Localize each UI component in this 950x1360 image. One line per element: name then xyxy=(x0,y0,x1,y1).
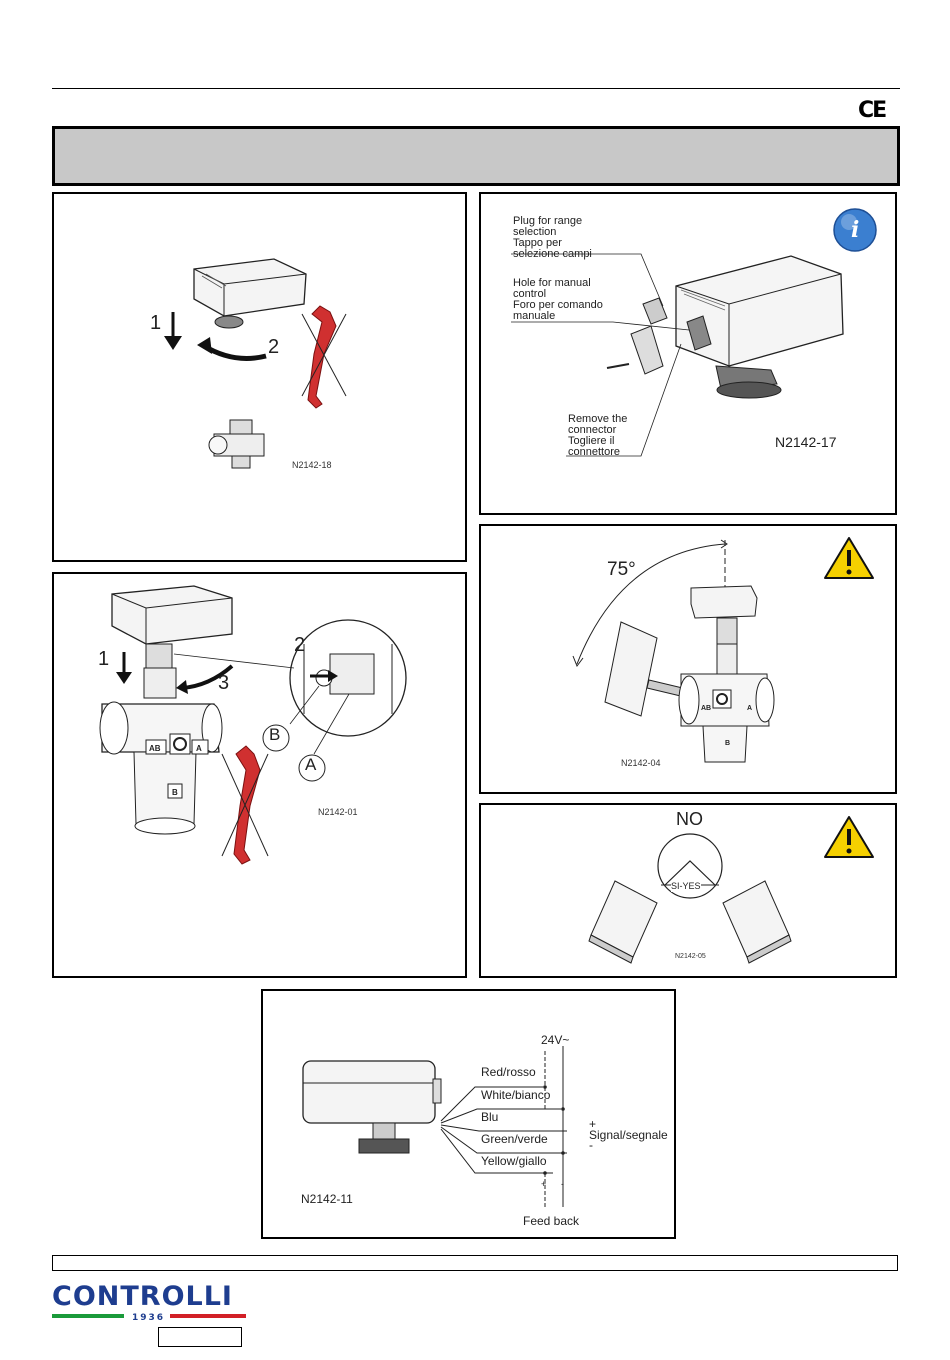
step-2-label: 2 xyxy=(294,634,306,656)
drawing-code: N2142-17 xyxy=(775,434,837,450)
drawing-code: N2142-01 xyxy=(318,807,358,817)
plug-label-line: selection xyxy=(513,226,557,238)
actuator-mounting-illustration xyxy=(164,258,347,469)
angle-label: 75° xyxy=(607,559,636,580)
step-2-label: 2 xyxy=(268,336,280,358)
hole-label-line: Foro per comando xyxy=(513,299,603,311)
title-bar xyxy=(52,126,900,186)
remove-label-line: connector xyxy=(568,424,617,436)
warning-icon xyxy=(825,817,873,857)
hole-label-line: manuale xyxy=(513,310,556,322)
feedback-minus: - xyxy=(561,1179,564,1189)
page-number-box xyxy=(158,1327,242,1347)
wire-white-label: White/bianco xyxy=(481,1088,551,1102)
header-rule xyxy=(52,88,900,89)
info-icon: i xyxy=(851,217,860,243)
hole-label-line: Hole for manual xyxy=(513,277,591,289)
remove-label-line: connettore xyxy=(568,446,620,458)
logo-stripe-red xyxy=(170,1314,246,1318)
brand-name: CONTROLLI xyxy=(52,1281,233,1312)
panel-max-tilt-angle: 75° AB A B N2142-04 xyxy=(479,524,897,794)
drawing-code: N2142-18 xyxy=(292,460,332,470)
port-b-label: B xyxy=(725,740,731,747)
brand-year: 1936 xyxy=(132,1313,166,1323)
orientation-illustration xyxy=(588,816,874,964)
footer-box xyxy=(52,1255,898,1271)
feedback-label: Feed back xyxy=(523,1214,580,1228)
remove-label-line: Remove the xyxy=(568,413,628,425)
port-ab-label: AB xyxy=(701,705,712,712)
panel-mounting-valve-large: 1 2 3 B A AB A B N2142-01 xyxy=(52,572,467,978)
remove-label-line: Togliere il xyxy=(568,435,615,447)
actuator-connector-illustration xyxy=(511,208,877,457)
port-b-label: B xyxy=(172,788,178,797)
wire-blue-label: Blu xyxy=(481,1110,499,1124)
wire-red-label: Red/rosso xyxy=(481,1065,536,1079)
port-ab-label: AB xyxy=(149,744,161,753)
plug-label-line: Plug for range xyxy=(513,215,583,227)
hole-label-line: control xyxy=(513,288,547,300)
label-a: A xyxy=(305,755,317,774)
step-1-label: 1 xyxy=(98,648,110,670)
supply-label: 24V~ xyxy=(541,1033,570,1047)
warning-icon xyxy=(825,538,873,578)
wire-green-label: Green/verde xyxy=(481,1132,548,1146)
drawing-code: N2142-11 xyxy=(301,1192,353,1206)
panel-mounting-valve-small: 1 2 N2142-18 xyxy=(52,192,467,562)
no-label: NO xyxy=(676,809,703,829)
step-1-label: 1 xyxy=(150,312,162,334)
panel-connector-info: i Plug for range selection Tappo per sel… xyxy=(479,192,897,515)
drawing-code: N2142-05 xyxy=(675,953,706,960)
label-b: B xyxy=(269,725,281,744)
signal-minus: - xyxy=(589,1138,593,1152)
feedback-plus: + xyxy=(541,1179,547,1189)
tilt-angle-illustration xyxy=(572,537,874,763)
signal-label: Signal/segnale xyxy=(589,1128,668,1142)
wire-yellow-label: Yellow/giallo xyxy=(481,1154,547,1168)
plug-label-line: selezione campi xyxy=(513,248,592,260)
ce-mark: CE xyxy=(858,98,887,123)
plug-label-line: Tappo per xyxy=(513,237,562,249)
drawing-code: N2142-04 xyxy=(621,758,661,768)
valve-mounting-illustration xyxy=(99,585,407,865)
port-a-label: A xyxy=(747,705,753,712)
controlli-logo: CONTROLLI 1936 xyxy=(52,1283,252,1327)
signal-plus: + xyxy=(589,1117,597,1131)
yes-label: SI-YES xyxy=(671,881,701,892)
panel-wiring-diagram: 24V~ Red/rosso White/bianco Blu Green/ve… xyxy=(261,989,676,1239)
step-3-label: 3 xyxy=(218,672,230,694)
port-a-label: A xyxy=(196,744,202,753)
panel-mounting-orientation: NO SI-YES N2142-05 xyxy=(479,803,897,978)
wiring-illustration xyxy=(302,1046,567,1207)
logo-stripe-green xyxy=(52,1314,124,1318)
